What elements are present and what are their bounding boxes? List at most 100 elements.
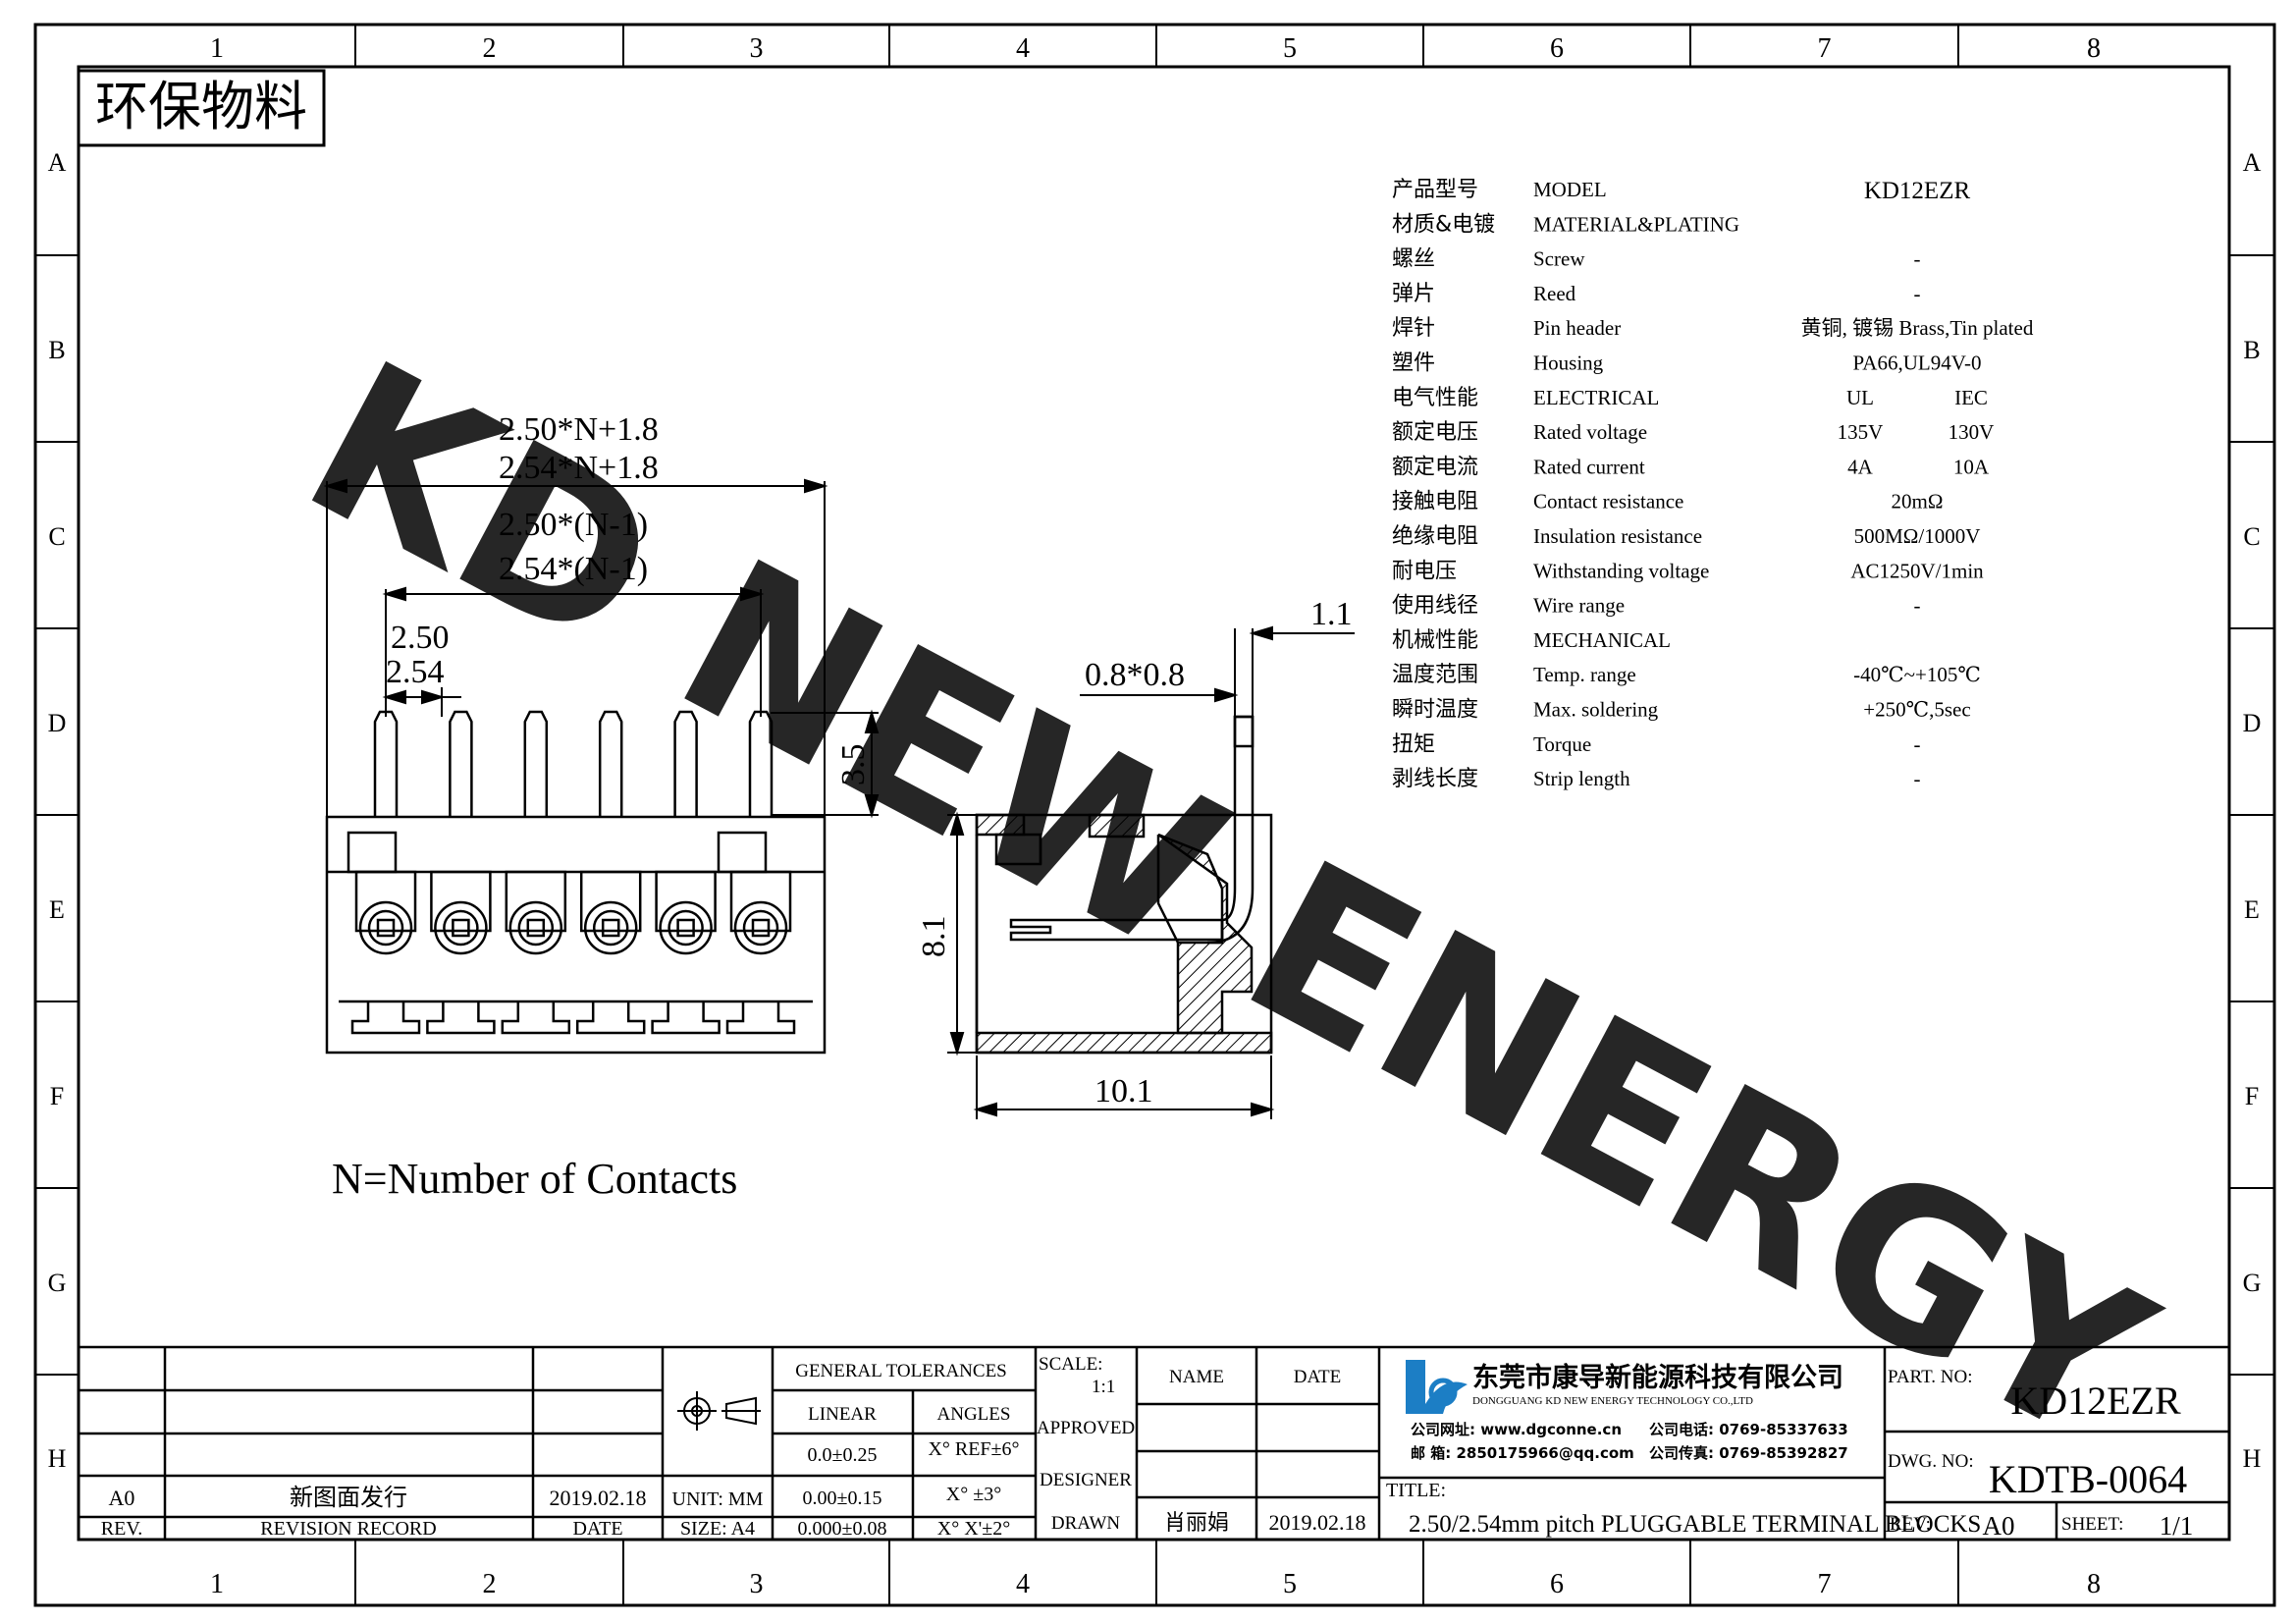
wire-entry-inner (667, 909, 704, 947)
screw-square (601, 918, 620, 938)
contact-cell (729, 870, 792, 933)
tolerances-angles-header: ANGLES (937, 1404, 1011, 1425)
column-label: 8 (2087, 1569, 2101, 1599)
spec-label-cn: 额定电压 (1392, 420, 1478, 445)
column-label: 8 (2087, 33, 2101, 64)
revision-date: 2019.02.18 (550, 1486, 647, 1510)
spec-label-en: Wire range (1533, 594, 1625, 618)
row-label: F (2245, 1082, 2259, 1110)
spec-label-cn: 焊针 (1392, 316, 1435, 341)
spec-label-cn: 扭矩 (1392, 732, 1435, 757)
spec-value: - (1914, 594, 1921, 618)
pin (449, 710, 473, 817)
row-label: D (48, 709, 67, 737)
tolerances-linear-header: LINEAR (808, 1404, 877, 1425)
spec-label-cn: 电气性能 (1392, 386, 1478, 410)
spec-value: - (1914, 247, 1921, 271)
spec-label-cn: 使用线径 (1392, 594, 1478, 619)
spec-label-en: Insulation resistance (1533, 524, 1702, 548)
front-view-drawing (325, 710, 827, 1055)
screw-square (376, 918, 396, 938)
wire-entry (659, 900, 713, 955)
tolerance-linear-3: 0.000±0.08 (798, 1518, 887, 1540)
row-label: G (48, 1269, 67, 1297)
tolerance-angle-3: X° X'±2° (937, 1518, 1010, 1540)
screw-square (526, 918, 546, 938)
spec-value-iec: IEC (1954, 386, 1988, 409)
dwg-no-value: KDTB-0064 (1989, 1457, 2187, 1501)
tolerance-linear-1: 0.0±0.25 (808, 1444, 878, 1466)
spec-label-cn: 机械性能 (1392, 628, 1478, 653)
spec-value: - (1914, 282, 1921, 305)
spec-label-en: MECHANICAL (1533, 628, 1671, 652)
spec-value-iec: 10A (1953, 455, 1990, 478)
drawing-title: 2.50/2.54mm pitch PLUGGABLE TERMINAL BLO… (1409, 1511, 1981, 1538)
spec-value: -40℃~+105℃ (1853, 663, 1981, 686)
spec-label-en: MATERIAL&PLATING (1533, 212, 1739, 236)
spec-label-cn: 接触电阻 (1392, 490, 1478, 514)
column-label: 7 (1818, 33, 1832, 64)
spec-label-cn: 瞬时温度 (1392, 698, 1478, 723)
scale-value: 1:1 (1092, 1377, 1115, 1397)
dim-pin-height: 3.5 (835, 744, 872, 786)
side-view-drawing (975, 715, 1273, 1055)
spec-label-cn: 剥线长度 (1392, 767, 1478, 791)
spec-label-en: MODEL (1533, 178, 1607, 201)
frame-zone-dividers (35, 25, 2274, 1605)
part-no-value: KD12EZR (2010, 1379, 2181, 1423)
dim-overall-250: 2.50*N+1.8 (499, 411, 659, 448)
revision-date-header: DATE (572, 1518, 622, 1540)
contact-cell (579, 870, 642, 933)
row-label: E (49, 895, 65, 924)
eco-badge-text: 环保物料 (95, 76, 307, 137)
row-label: G (2243, 1269, 2262, 1297)
company-name-en: DONGGUANG KD NEW ENERGY TECHNOLOGY CO.,L… (1472, 1395, 1753, 1407)
bottom-slot (350, 1001, 421, 1035)
tolerances-block: GENERAL TOLERANCES LINEAR ANGLES 0.0±0.2… (795, 1361, 1019, 1540)
row-label: C (2243, 522, 2260, 551)
row-label: B (48, 336, 65, 364)
sheet-value: 1/1 (2160, 1511, 2194, 1541)
drawn-date: 2019.02.18 (1269, 1510, 1366, 1535)
company-name-cn: 东莞市康导新能源科技有限公司 (1472, 1362, 1843, 1393)
spec-label-en: Max. soldering (1533, 698, 1659, 722)
rev-label: REV: (1890, 1514, 1931, 1535)
row-label: H (48, 1444, 67, 1473)
column-label: 5 (1283, 1569, 1297, 1599)
dim-pitch-254: 2.54 (386, 654, 445, 690)
unit-label: UNIT: MM (672, 1488, 764, 1510)
row-label: A (48, 148, 67, 177)
tolerance-angle-1: X° REF±6° (928, 1438, 1019, 1460)
dim-side-height: 8.1 (916, 916, 952, 958)
drawn-name: 肖丽娟 (1164, 1511, 1229, 1536)
spec-label-en: Torque (1533, 732, 1591, 756)
spec-label-cn: 弹片 (1392, 282, 1435, 306)
designer-label: DESIGNER (1040, 1470, 1132, 1490)
eco-material-badge: 环保物料 (77, 69, 326, 147)
row-label: F (50, 1082, 64, 1110)
dim-pin-offset: 1.1 (1310, 596, 1353, 632)
wire-entry-inner (592, 909, 629, 947)
spec-value: AC1250V/1min (1850, 559, 1984, 582)
wire-entry (733, 900, 788, 955)
screw-square (751, 918, 771, 938)
spec-value: - (1914, 732, 1921, 756)
title-block (79, 1345, 2229, 1540)
scale-label: SCALE: (1039, 1354, 1102, 1375)
spec-label-en: Screw (1533, 247, 1585, 271)
revision-rev-header: REV. (101, 1518, 142, 1540)
dim-side-depth: 10.1 (1095, 1073, 1153, 1109)
company-mail: 邮 箱: 2850175966@qq.com (1411, 1444, 1634, 1462)
pin (598, 710, 623, 817)
front-wire-entries (354, 870, 792, 955)
column-label: 7 (1818, 1569, 1832, 1599)
company-block: 东莞市康导新能源科技有限公司 DONGGUANG KD NEW ENERGY T… (1386, 1360, 1981, 1538)
approval-date-header: DATE (1294, 1367, 1342, 1387)
dim-pin-square: 0.8*0.8 (1085, 657, 1185, 693)
approval-block: SCALE: 1:1 NAME DATE APPROVED DESIGNER D… (1037, 1354, 1366, 1536)
